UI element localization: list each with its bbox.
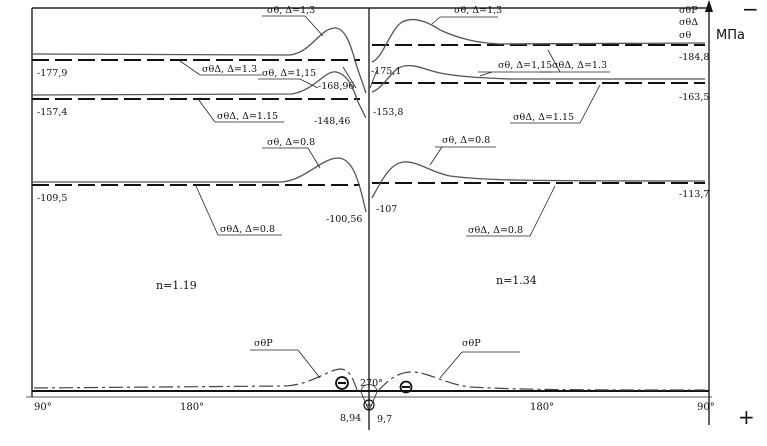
region-left-n: n=1.19 (156, 279, 197, 292)
value-107: -107 (376, 204, 397, 215)
legend-sigma-p: σθP (679, 5, 698, 16)
leader-d08-left (195, 185, 282, 236)
label-d13-right: σθΔ, Δ=1.3 (552, 60, 607, 71)
minus-sign: − (742, 0, 759, 21)
minus-marker-right-circle (399, 380, 413, 394)
leader-s13-right (431, 16, 498, 25)
region-right-n: n=1.34 (496, 274, 537, 287)
value-109-5: -109,5 (37, 193, 67, 204)
value-168-96: -168,96 (318, 81, 354, 92)
leader-s08-right (429, 146, 496, 166)
value-157-4: -157,4 (37, 107, 67, 118)
axis-right-180: 180° (530, 402, 554, 413)
leader-s115-left (258, 78, 319, 89)
axis-left-180: 180° (180, 402, 204, 413)
axis-left-90: 90° (34, 402, 52, 413)
leader-v1751 (369, 69, 378, 89)
label-d115-right: σθΔ, Δ=1.15 (513, 112, 574, 123)
value-100-56: -100,56 (326, 214, 362, 225)
leader-s115-right (478, 71, 552, 77)
leader-p-left (250, 349, 321, 379)
axis-right-90: 90° (697, 402, 715, 413)
leader-d115-left (197, 98, 284, 123)
label-d115-left: σθΔ, Δ=1.15 (217, 111, 278, 122)
units-label: МПа (716, 28, 745, 43)
sigma-0-8-left-curve (32, 157, 367, 213)
legend-sigma-theta: σθ (679, 30, 691, 41)
leader-d13-right (540, 49, 610, 73)
label-p-left: σθP (254, 338, 273, 349)
value-163-5: -163,5 (679, 92, 709, 103)
sigma-1-15-right-curve (371, 64, 705, 93)
sigma-1-3-left-curve (31, 27, 367, 94)
label-s115-right: σθ, Δ=1,15 (498, 60, 552, 71)
origin-symbol-circle (363, 399, 375, 411)
label-d08-right: σθΔ, Δ=0.8 (468, 225, 523, 236)
label-s115-left: σθ, Δ=1,15 (262, 68, 316, 79)
leader-p-right (439, 351, 520, 379)
value-9-7: 9,7 (377, 414, 392, 425)
sigma-0-8-right-curve (371, 161, 706, 199)
label-d13-left: σθΔ, Δ=1.3 (202, 64, 257, 75)
axis-center-270: 270° (360, 378, 383, 389)
plus-sign: + (738, 405, 755, 429)
value-8-94: 8,94 (340, 413, 361, 424)
minus-marker-left-circle (335, 376, 349, 390)
leader-v16896 (342, 66, 357, 89)
leader-d115-right (510, 84, 601, 124)
vertical-axis-arrow (705, 0, 713, 12)
sigma-p-right-curve (377, 371, 706, 392)
origin-symbol (360, 384, 378, 413)
leader-d08-right (466, 185, 556, 237)
value-184-8: -184,8 (679, 52, 709, 63)
value-177-9: -177,9 (37, 68, 67, 79)
leader-s08-left (262, 147, 321, 169)
value-175-1: -175,1 (371, 66, 401, 77)
label-s08-right: σθ, Δ=0.8 (442, 135, 490, 146)
leader-d13-left (179, 60, 262, 76)
leader-s13-left (262, 15, 324, 37)
label-p-right: σθP (462, 338, 481, 349)
value-153-8: -153,8 (373, 107, 403, 118)
sigma-1-15-left-curve (31, 71, 367, 119)
value-113-7: -113,7 (679, 189, 709, 200)
label-s13-left: σθ, Δ=1,3 (267, 5, 315, 16)
label-s08-left: σθ, Δ=0.8 (267, 137, 315, 148)
sigma-p-left-curve (33, 368, 359, 393)
value-148-46: -148,46 (314, 116, 350, 127)
sigma-1-3-right-curve (371, 18, 706, 63)
label-d08-left: σθΔ, Δ=0.8 (220, 224, 275, 235)
label-s13-right: σθ, Δ=1,3 (454, 5, 502, 16)
legend-sigma-delta: σθΔ (679, 17, 698, 28)
